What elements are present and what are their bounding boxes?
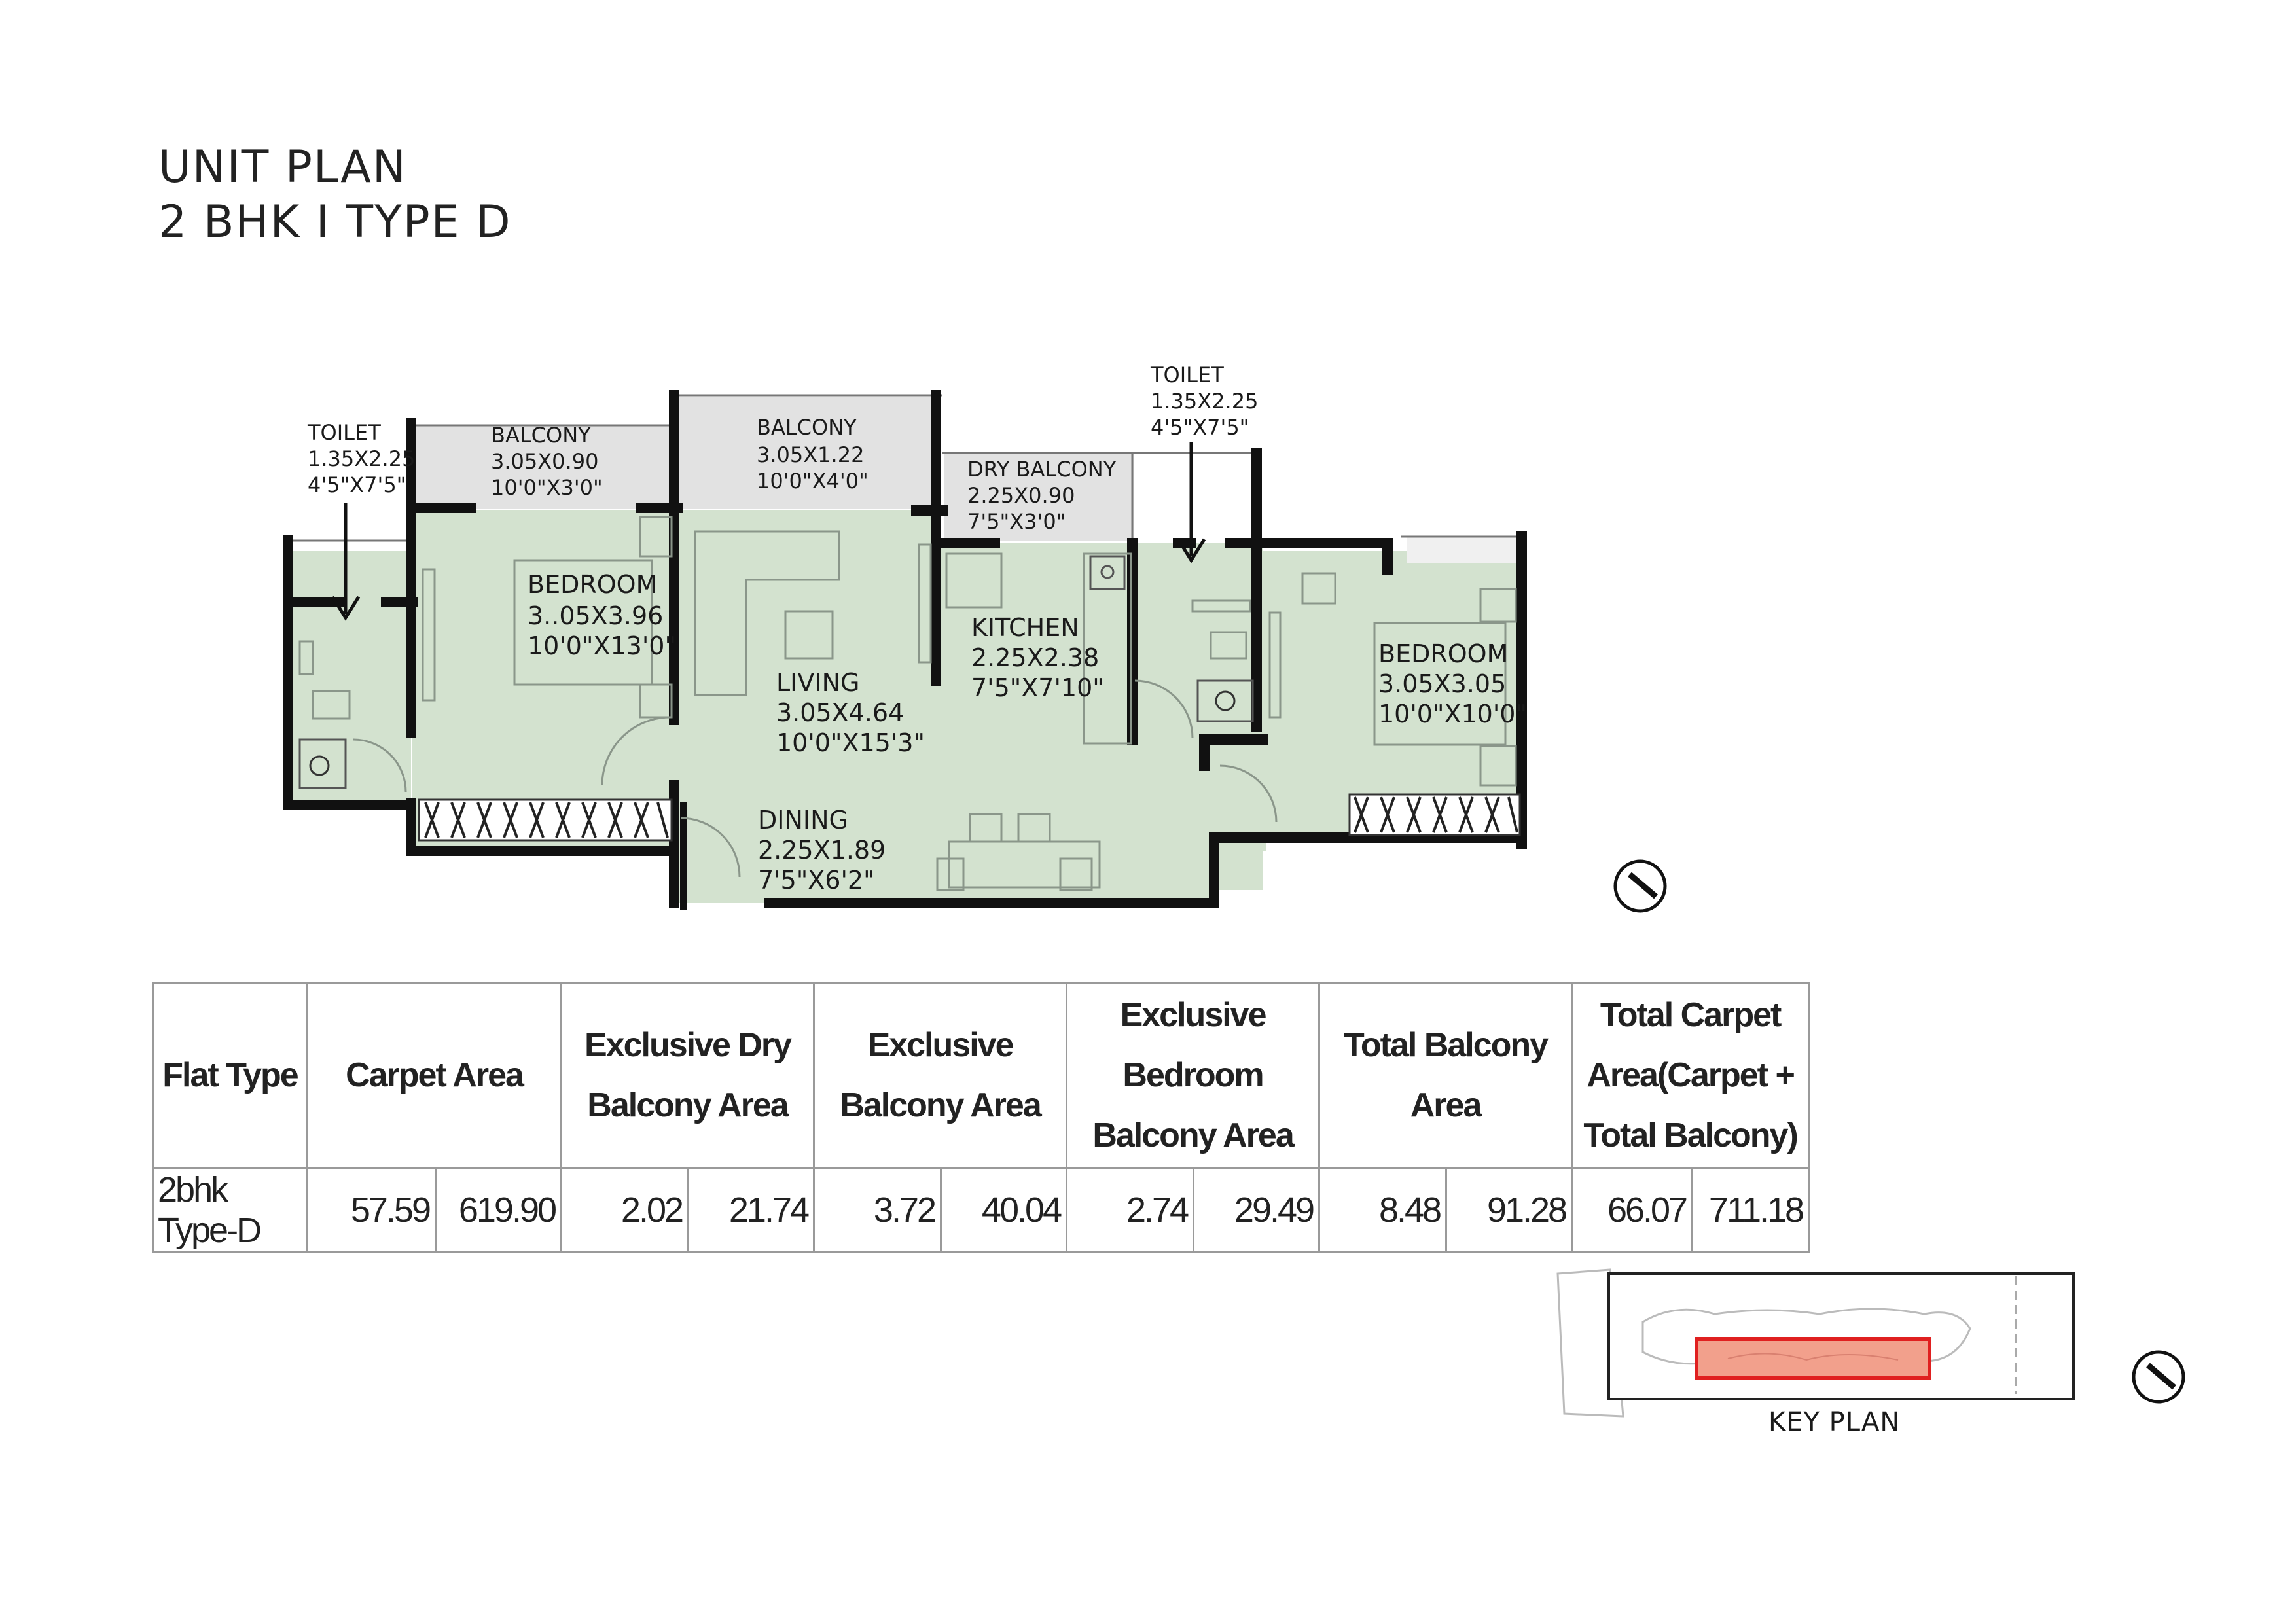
kitchen-name: KITCHEN <box>971 613 1079 642</box>
kitchen-dim-ft: 7'5"X7'10" <box>971 673 1104 702</box>
page-title: UNIT PLAN 2 BHK I TYPE D <box>158 140 512 250</box>
north-compass-icon <box>1613 859 1667 913</box>
wardrobe-left <box>418 798 673 842</box>
balcony-fills <box>414 397 1522 563</box>
balcony-left-dim-m: 3.05X0.90 <box>491 449 598 474</box>
header-balcony: Exclusive Balcony Area <box>813 982 1068 1169</box>
room-labels: TOILET 1.35X2.25 4'5"X7'5" BALCONY 3.05X… <box>307 363 1258 534</box>
key-plan <box>1556 1268 2075 1418</box>
dining-dim-ft: 7'5"X6'2" <box>758 866 875 895</box>
walls <box>283 390 1527 910</box>
door-swings <box>353 679 1278 878</box>
dry-balcony-dim-ft: 7'5"X3'0" <box>967 509 1066 534</box>
title-line-1: UNIT PLAN <box>158 141 407 193</box>
title-line-2: 2 BHK I TYPE D <box>158 196 512 248</box>
toilet-left-dim-ft: 4'5"X7'5" <box>308 473 406 497</box>
toilet-arrows <box>331 442 1206 621</box>
dry-balcony-dim-m: 2.25X0.90 <box>967 483 1075 508</box>
toilet-left-dim-m: 1.35X2.25 <box>308 446 415 471</box>
furniture <box>298 516 1517 891</box>
dining-dim-m: 2.25X1.89 <box>758 836 886 865</box>
header-carpet-area: Carpet Area <box>306 982 563 1169</box>
balcony-mid-dim-m: 3.05X1.22 <box>757 442 864 467</box>
living-dim-ft: 10'0"X15'3" <box>776 728 925 757</box>
dry-balcony-name: DRY BALCONY <box>967 457 1117 482</box>
bedroom-left-dim-m: 3..05X3.96 <box>528 601 663 630</box>
living-name: LIVING <box>776 668 859 697</box>
cell-bedroom-balcony-sqft: 29.49 <box>1193 1167 1321 1253</box>
bedroom-right-name: BEDROOM <box>1378 639 1508 668</box>
cell-total-carpet-sqft: 711.18 <box>1691 1167 1810 1253</box>
room-labels-main: BEDROOM 3..05X3.96 10'0"X13'0" LIVING 3.… <box>528 570 1527 895</box>
area-statement-table: Flat Type Carpet Area Exclusive Dry Balc… <box>152 982 1810 1253</box>
kitchen-counter <box>1083 552 1132 745</box>
header-total-carpet: Total Carpet Area(Carpet + Total Balcony… <box>1571 982 1810 1169</box>
balcony-mid-name: BALCONY <box>757 415 857 440</box>
header-total-balcony: Total Balcony Area <box>1318 982 1573 1169</box>
sofa <box>694 530 840 696</box>
cell-total-balcony-sqft: 91.28 <box>1445 1167 1573 1253</box>
header-bedroom-balcony: Exclusive Bedroom Balcony Area <box>1066 982 1321 1169</box>
bedroom-right-dim-m: 3.05X3.05 <box>1378 669 1506 698</box>
dining-name: DINING <box>758 806 848 834</box>
cell-total-carpet-sqm: 66.07 <box>1571 1167 1694 1253</box>
toilet-left-name: TOILET <box>307 420 381 445</box>
bedroom-left-name: BEDROOM <box>528 570 657 599</box>
balcony-left-dim-ft: 10'0"X3'0" <box>491 475 603 500</box>
balcony-mid-dim-ft: 10'0"X4'0" <box>757 469 869 493</box>
cell-total-balcony-sqm: 8.48 <box>1318 1167 1448 1253</box>
bedroom-left-dim-ft: 10'0"X13'0" <box>528 632 676 660</box>
cell-bedroom-balcony-sqm: 2.74 <box>1066 1167 1195 1253</box>
cell-carpet-sqm: 57.59 <box>306 1167 437 1253</box>
table-row: 2bhk Type-D 57.59 619.90 2.02 21.74 3.72… <box>152 1167 1810 1253</box>
table-header-row: Flat Type Carpet Area Exclusive Dry Balc… <box>152 982 1810 1169</box>
toilet-right-dim-m: 1.35X2.25 <box>1151 389 1258 414</box>
header-flat-type: Flat Type <box>152 982 308 1169</box>
dry-balcony-fill <box>944 454 1134 541</box>
bed-right <box>1373 622 1507 746</box>
north-compass-icon <box>2132 1350 2185 1404</box>
wardrobe-right <box>1348 793 1521 836</box>
cell-dry-balcony-sqft: 21.74 <box>687 1167 816 1253</box>
balcony-left-fill <box>414 425 674 509</box>
toilet-right-dim-ft: 4'5"X7'5" <box>1151 415 1249 440</box>
toilet-right-name: TOILET <box>1150 363 1224 387</box>
balcony-mid-fill <box>675 397 937 509</box>
header-dry-balcony: Exclusive Dry Balcony Area <box>560 982 816 1169</box>
cell-balcony-sqft: 40.04 <box>940 1167 1068 1253</box>
key-plan-label: KEY PLAN <box>1768 1407 1901 1437</box>
cell-flat-type: 2bhk Type-D <box>152 1167 308 1253</box>
balcony-left-name: BALCONY <box>491 423 591 448</box>
cell-dry-balcony-sqm: 2.02 <box>560 1167 690 1253</box>
bed-left <box>513 559 653 686</box>
cell-carpet-sqft: 619.90 <box>434 1167 563 1253</box>
living-dim-m: 3.05X4.64 <box>776 698 904 727</box>
floor-fills <box>292 510 1522 903</box>
bedroom-right-dim-ft: 10'0"X10'0" <box>1378 700 1527 728</box>
coffee-table <box>784 610 834 660</box>
kitchen-dim-m: 2.25X2.38 <box>971 643 1099 672</box>
cell-balcony-sqm: 3.72 <box>813 1167 942 1253</box>
